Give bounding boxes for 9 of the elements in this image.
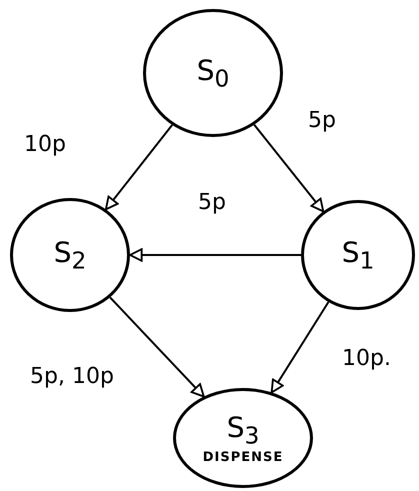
state-action: DISPENSE xyxy=(202,450,284,465)
state-name: S$_{0}$ xyxy=(196,54,230,92)
arrow xyxy=(253,124,324,212)
arrow xyxy=(109,296,205,398)
arrow xyxy=(104,124,173,210)
arrow xyxy=(129,248,301,262)
state-name: S$_{1}$ xyxy=(342,236,374,274)
state-name: S$_{3}$ xyxy=(226,411,260,450)
state-name: S$_{2}$ xyxy=(54,236,86,274)
